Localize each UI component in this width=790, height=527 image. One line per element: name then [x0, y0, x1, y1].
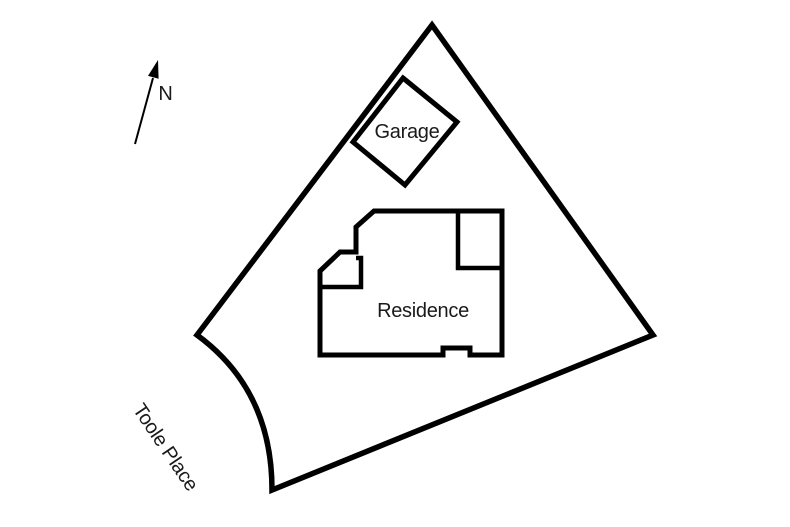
residence-interior-wall-topright	[455, 213, 502, 271]
residence-outline	[317, 208, 505, 358]
north-arrow-shaft	[134, 77, 154, 145]
street-label: Toole Place	[128, 400, 202, 495]
garage-outline	[349, 74, 461, 189]
garage-label: Garage	[375, 121, 440, 143]
residence-label: Residence	[377, 300, 469, 322]
north-label: N	[158, 83, 172, 105]
residence-interior-wall-bay	[320, 255, 364, 290]
north-arrow-head	[148, 60, 159, 79]
property-boundary	[193, 20, 658, 495]
north-arrow-icon	[134, 60, 159, 145]
